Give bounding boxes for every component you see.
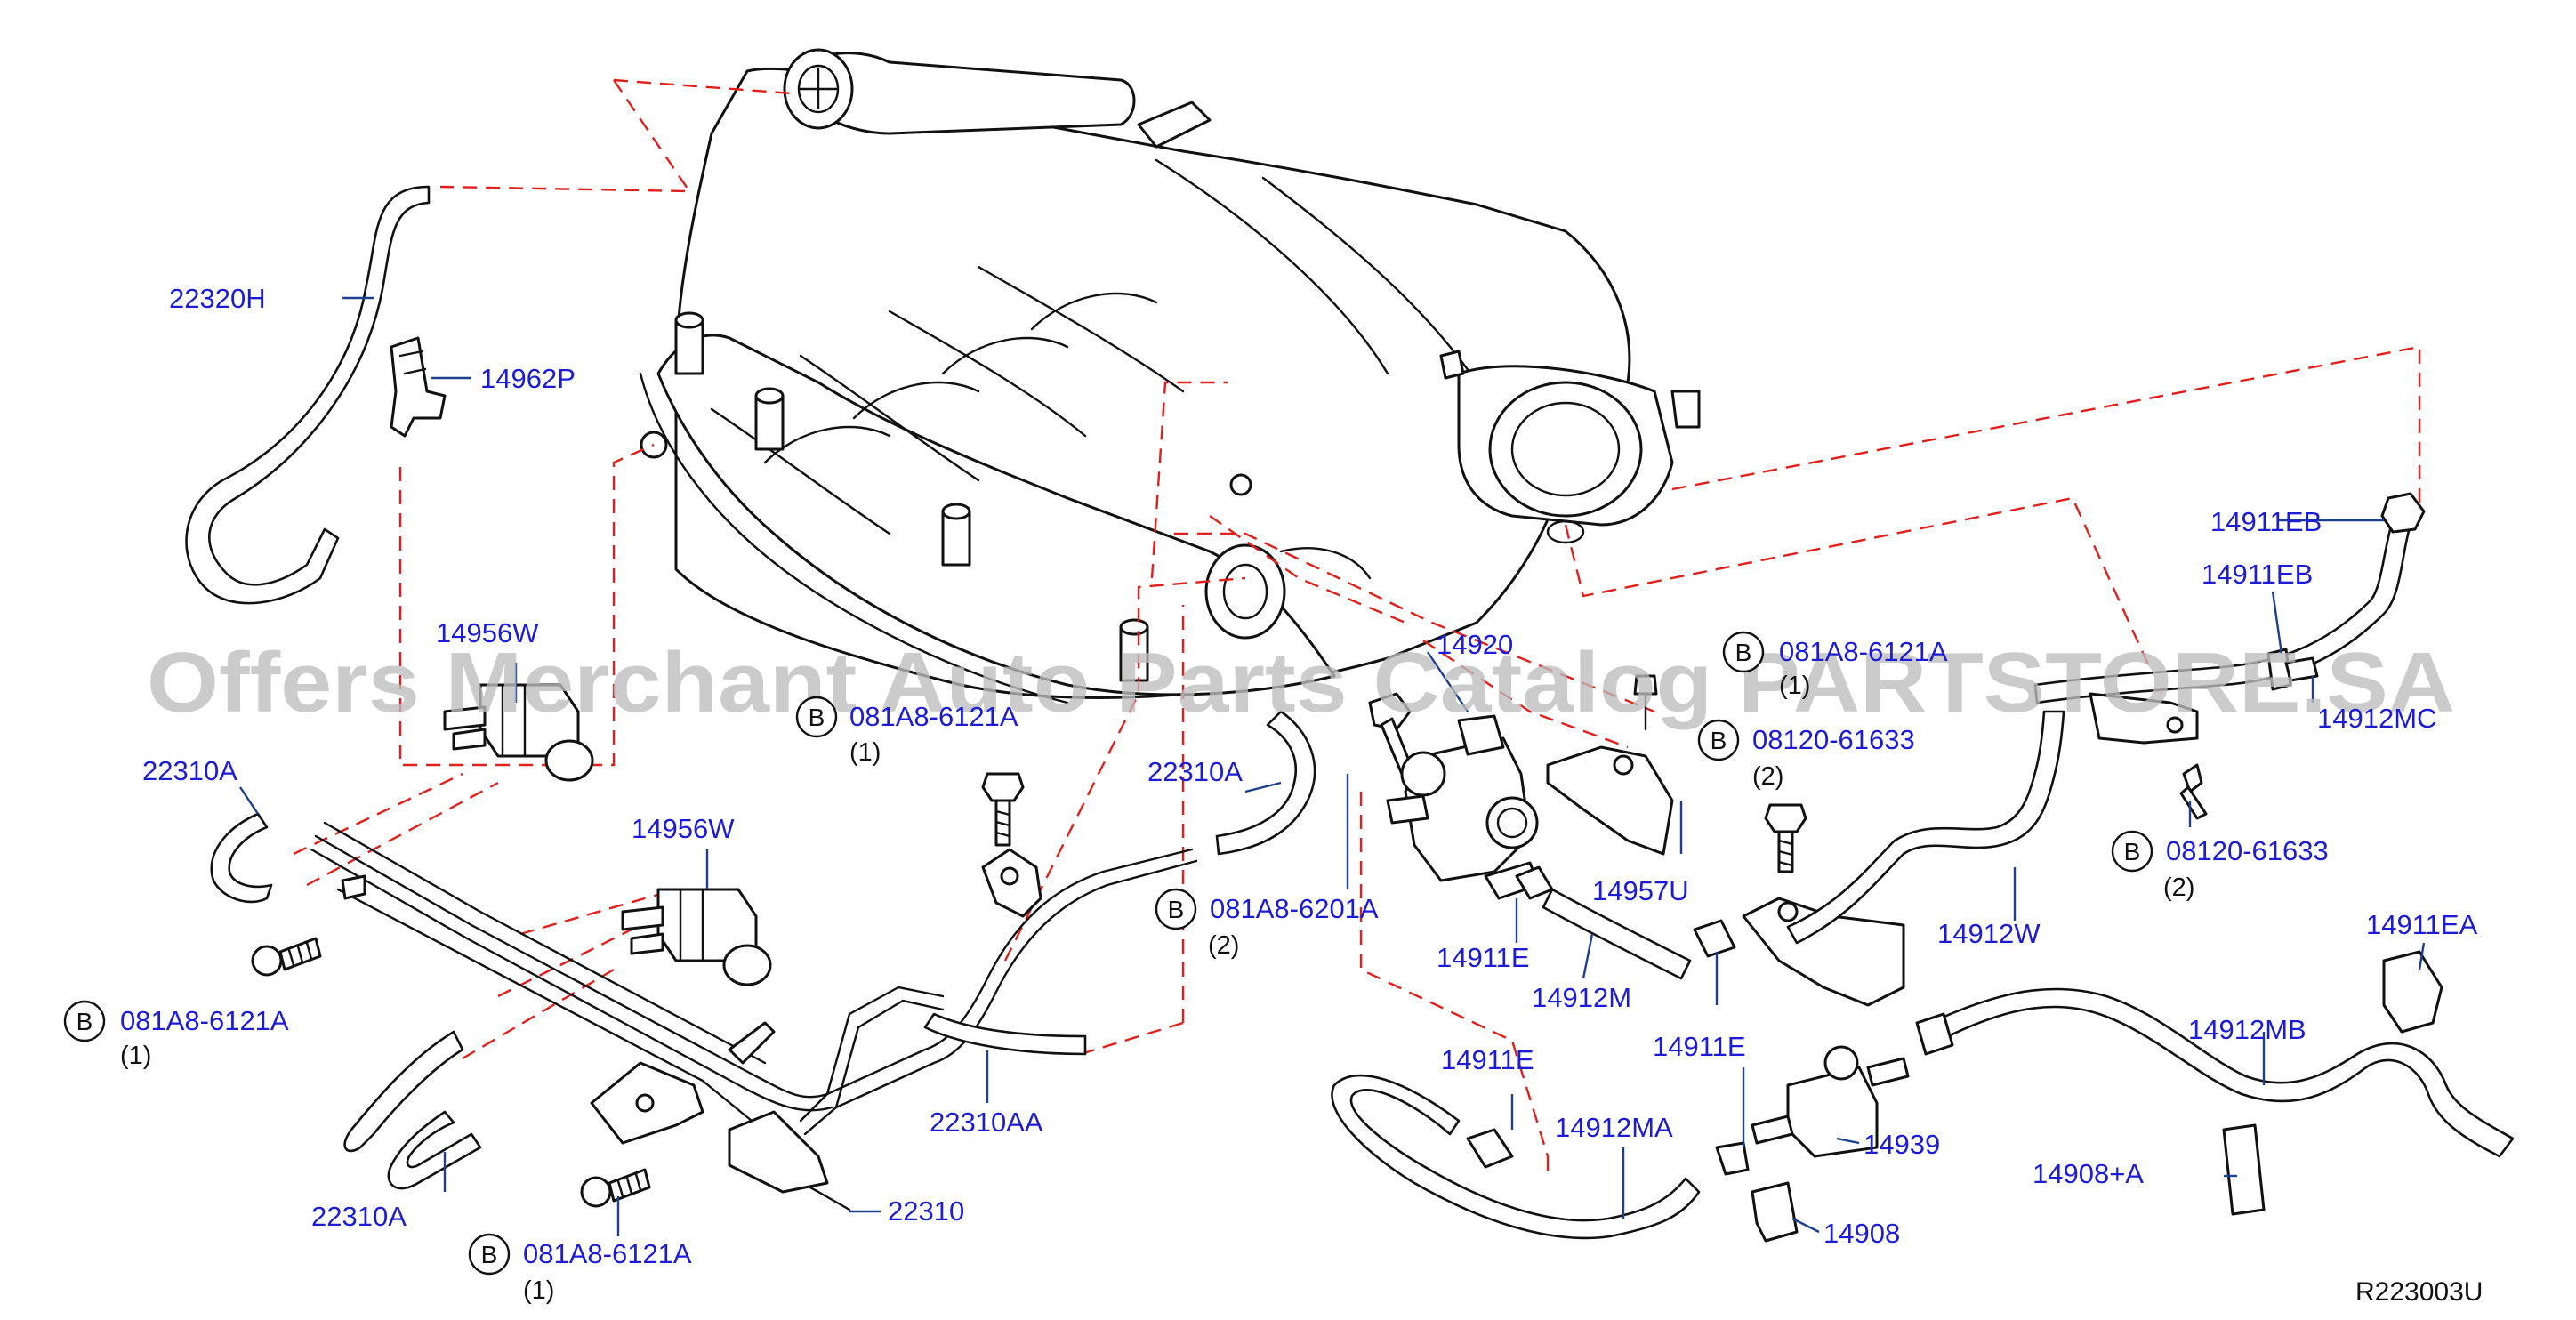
- label-14911EA: 14911EA: [2366, 909, 2478, 940]
- svg-text:B: B: [1168, 896, 1185, 923]
- label-14920: 14920: [1437, 629, 1513, 660]
- label-14912MC: 14912MC: [2317, 703, 2436, 734]
- label-22310: 22310: [888, 1195, 964, 1227]
- label-14939: 14939: [1864, 1129, 1940, 1160]
- clamp-14911E-d: [1715, 1141, 1750, 1176]
- label-14912MB: 14912MB: [2188, 1014, 2306, 1045]
- label-14912M: 14912M: [1532, 982, 1631, 1013]
- diagram-reference-code: R223003U: [2355, 1277, 2483, 1307]
- bracket-center-right: [1742, 897, 1905, 1007]
- label-081A8-6121A-d: 081A8-6121A: [1779, 636, 1948, 667]
- hose-22310AA: [923, 1012, 1087, 1056]
- label-14911E-c: 14911E: [1441, 1044, 1534, 1075]
- bolt-mark-d: B: [1155, 888, 1197, 930]
- clamp-14911E-c: [1466, 1128, 1514, 1169]
- clamp-14911E-b: [1693, 919, 1736, 958]
- hose-14912MA: [1331, 1074, 1701, 1240]
- clamp-14911EB: [2380, 492, 2426, 534]
- label-14956W-upper: 14956W: [436, 617, 539, 648]
- hose-22310A-upper: [210, 812, 273, 904]
- label-14911E-a: 14911E: [1437, 942, 1530, 973]
- bolt-left-upper: [251, 937, 322, 977]
- qty-e: (1): [1779, 672, 1810, 700]
- bracket-right: [2089, 692, 2199, 745]
- bolt-14957U: [1633, 674, 1658, 731]
- bolt-mark-b: B: [468, 1233, 511, 1276]
- label-22310AA: 22310AA: [930, 1107, 1043, 1138]
- svg-text:B: B: [1711, 727, 1727, 754]
- watermark: Offers Merchant Auto Parts Catalog PARTS…: [147, 635, 2455, 730]
- bolt-08120-61633-right: [2179, 763, 2208, 820]
- label-14912W: 14912W: [1937, 918, 2041, 949]
- hose-22320H: [185, 185, 431, 605]
- label-22320H: 22320H: [169, 283, 266, 314]
- tube-assembly-22310: [310, 821, 1198, 1211]
- label-14911E-b: 14911E: [1653, 1031, 1746, 1062]
- leader-lines: [239, 296, 2426, 1236]
- part-labels: 22320H 14962P 14956W 22310A 14956W B 081…: [63, 283, 2483, 1307]
- bolt-left-lower: [580, 1168, 651, 1208]
- solenoid-valve-14956W-upper: [443, 683, 594, 782]
- label-081A8-6121A-c: 081A8-6121A: [849, 701, 1018, 732]
- valve-14939: [1751, 1045, 1910, 1158]
- clamp-14911EA: [2382, 950, 2443, 1034]
- hoses-22310A-lower: [343, 1030, 482, 1190]
- hose-14912M: [1542, 888, 1692, 980]
- bolt-mark-a: B: [63, 1000, 106, 1042]
- bolt-center: [981, 772, 1025, 847]
- bolt-mark-g: B: [2111, 830, 2153, 873]
- qty-c: (1): [849, 738, 881, 767]
- label-14956W-lower: 14956W: [632, 813, 735, 844]
- hose-14912W: [1786, 710, 2065, 945]
- bracket-22310: [590, 1061, 829, 1194]
- clip-14908A: [2222, 1123, 2266, 1216]
- bracket-14957U: [1546, 745, 1674, 856]
- label-081A8-6121A-b: 081A8-6121A: [523, 1238, 692, 1269]
- label-14911EB-b: 14911EB: [2202, 559, 2313, 590]
- svg-text:B: B: [1735, 639, 1752, 666]
- label-14962P: 14962P: [480, 363, 576, 394]
- label-14908: 14908: [1823, 1218, 1900, 1249]
- bolt-08120-61633-center: [1764, 803, 1807, 873]
- clip-14908: [1751, 1181, 1799, 1243]
- label-081A8-6121A-a: 081A8-6121A: [120, 1005, 289, 1036]
- qty-f: (2): [1752, 762, 1783, 791]
- intake-manifold: [639, 48, 1701, 704]
- label-14908A: 14908+A: [2033, 1158, 2144, 1189]
- label-081A8-6201A: 081A8-6201A: [1210, 893, 1379, 924]
- bolt-mark-c: B: [795, 696, 838, 738]
- label-22310A-lower: 22310A: [311, 1201, 407, 1232]
- label-14957U: 14957U: [1592, 875, 1689, 906]
- label-08120-61633-a: 08120-61633: [1752, 724, 1915, 755]
- qty-a: (1): [120, 1042, 151, 1070]
- clip-14962P: [390, 336, 447, 438]
- clamp-14911E-a: [1515, 865, 1554, 900]
- svg-text:B: B: [481, 1241, 498, 1268]
- label-08120-61633-b: 08120-61633: [2166, 835, 2329, 866]
- label-22310A-mid: 22310A: [1147, 756, 1243, 787]
- qty-b: (1): [523, 1276, 554, 1305]
- label-14911EB-a: 14911EB: [2210, 506, 2322, 537]
- valve-14920: [1386, 714, 1541, 900]
- qty-g: (2): [2163, 873, 2194, 902]
- bracket-center: [981, 848, 1042, 918]
- label-14912MA: 14912MA: [1555, 1112, 1673, 1143]
- label-22310A-upper: 22310A: [142, 755, 237, 786]
- svg-text:B: B: [2124, 838, 2141, 865]
- hose-22310A-mid: [1215, 710, 1316, 856]
- bolt-mark-f: B: [1697, 719, 1740, 761]
- hose-14912MB: [1915, 987, 2515, 1158]
- qty-d: (2): [1208, 931, 1239, 960]
- solenoid-valve-14956W-lower: [621, 888, 772, 986]
- bolt-mark-e: B: [1722, 631, 1765, 673]
- svg-text:B: B: [76, 1008, 93, 1035]
- svg-text:B: B: [809, 704, 825, 731]
